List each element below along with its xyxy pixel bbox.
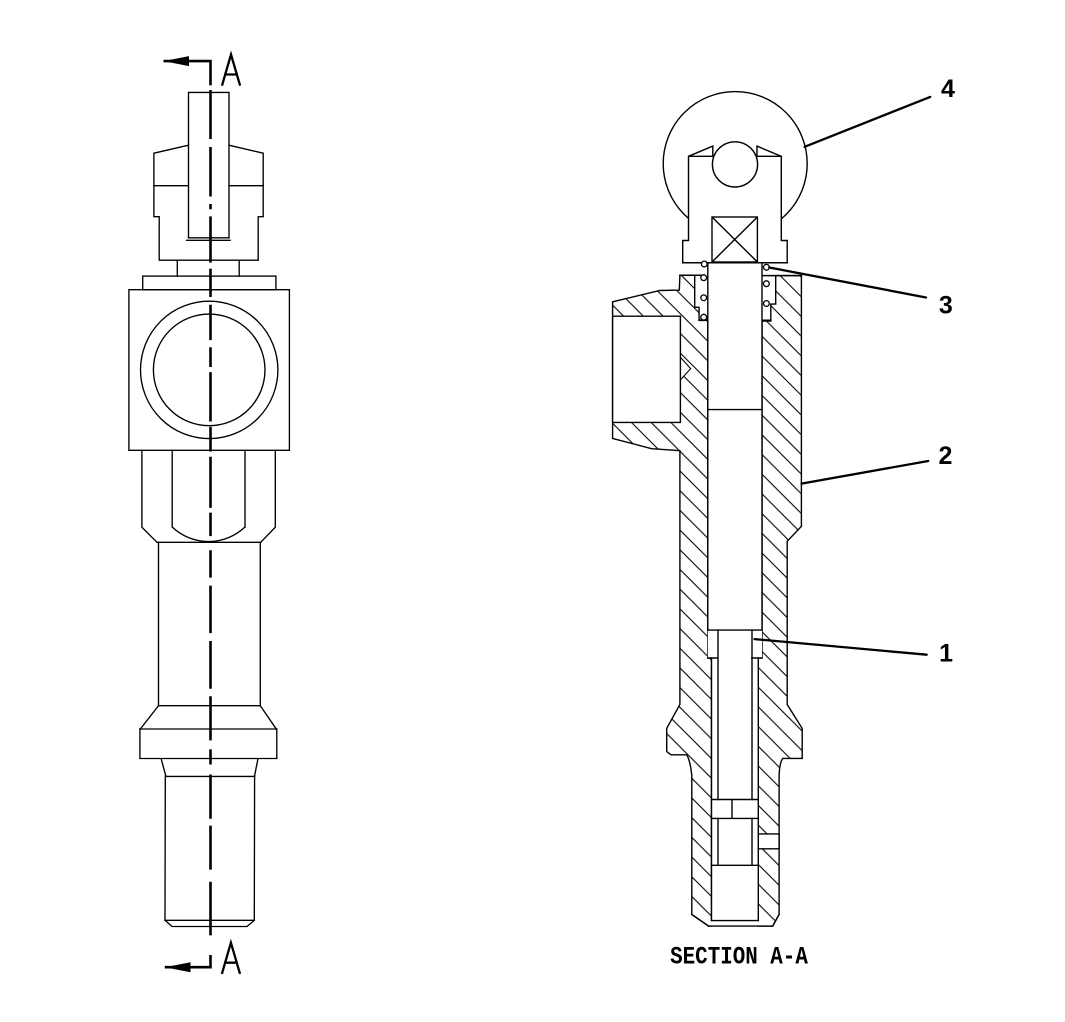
svg-text:2: 2 <box>939 442 953 470</box>
svg-text:3: 3 <box>939 292 953 320</box>
svg-text:1: 1 <box>939 640 953 668</box>
svg-text:SECTION A-A: SECTION A-A <box>670 944 808 972</box>
svg-text:4: 4 <box>941 75 955 103</box>
